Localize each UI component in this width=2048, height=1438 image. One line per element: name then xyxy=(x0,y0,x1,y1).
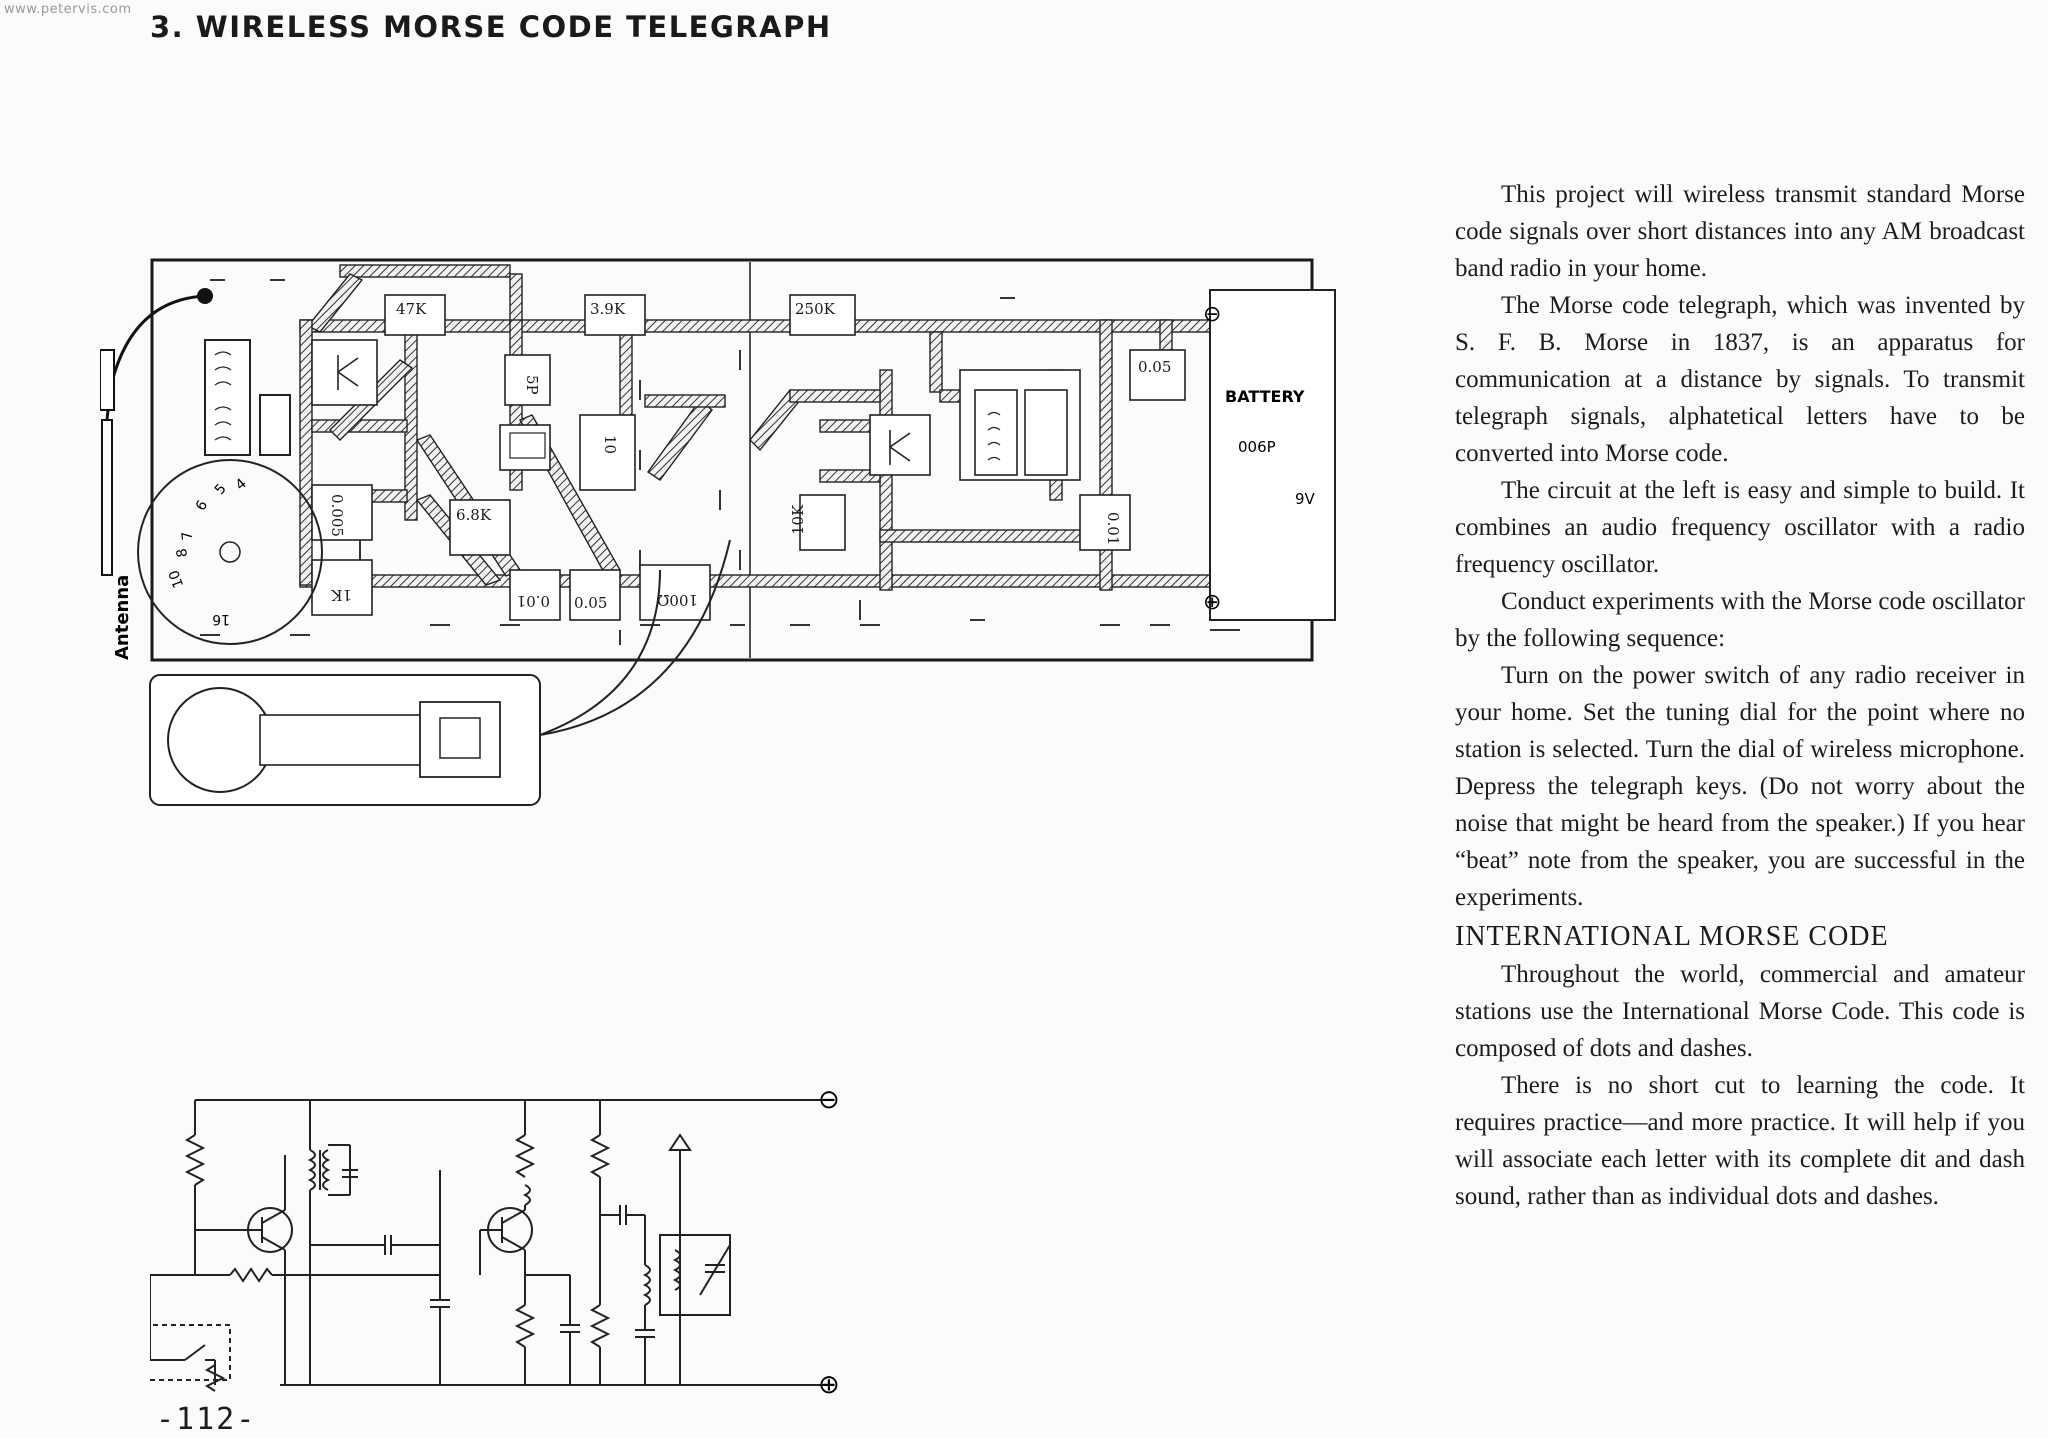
paragraph: Conduct experiments with the Morse code … xyxy=(1455,588,2025,652)
label-6-8k: 6.8K xyxy=(456,506,492,524)
battery-voltage: 9V xyxy=(1295,490,1316,508)
label-250k: 250K xyxy=(795,300,836,318)
circuit-schematic: ⊖ ⊕ xyxy=(150,1085,840,1400)
svg-text:6: 6 xyxy=(193,498,211,514)
battery-label: BATTERY xyxy=(1225,387,1305,406)
tuning-dial: 16 10 8 7 6 5 4 xyxy=(137,459,323,645)
paragraph: This project will wireless transmit stan… xyxy=(1455,181,2025,282)
svg-text:10: 10 xyxy=(166,568,187,590)
svg-text:7: 7 xyxy=(179,531,196,541)
schematic-plus-terminal: ⊕ xyxy=(818,1370,840,1400)
paragraph: The circuit at the left is easy and simp… xyxy=(1455,477,2025,578)
paragraph: Turn on the power switch of any radio re… xyxy=(1455,662,2025,911)
battery-minus-terminal: ⊖ xyxy=(1203,302,1221,327)
label-0-01-right: 0.01 xyxy=(1104,512,1122,545)
label-0-05-top: 0.05 xyxy=(1138,358,1171,376)
label-0-05-bottom: 0.05 xyxy=(574,594,607,612)
page-title: 3. WIRELESS MORSE CODE TELEGRAPH xyxy=(150,10,832,44)
component-blocks xyxy=(311,294,1186,621)
paragraph: There is no short cut to learning the co… xyxy=(1455,1072,2025,1210)
label-100-ohm: 100Ω xyxy=(657,591,698,609)
label-0-01-left: 0.01 xyxy=(517,592,550,610)
battery-plus-terminal: ⊕ xyxy=(1203,590,1221,615)
label-10k: 10K xyxy=(789,504,807,535)
svg-text:8: 8 xyxy=(174,547,191,559)
paragraph: The Morse code telegraph, which was inve… xyxy=(1455,292,2025,467)
svg-text:16: 16 xyxy=(212,611,230,627)
label-3-9k: 3.9K xyxy=(590,300,626,318)
page-number: -112- xyxy=(156,1402,257,1437)
label-0-005: 0.005 xyxy=(328,494,346,537)
svg-text:4: 4 xyxy=(233,476,250,494)
label-5p: 5P xyxy=(523,375,541,395)
label-47k: 47K xyxy=(396,300,427,318)
watermark-text: www.petervis.com xyxy=(4,2,132,17)
battery: BATTERY 006P 9V ⊖ ⊕ xyxy=(1203,289,1336,621)
body-text: This project will wireless transmit stan… xyxy=(1455,176,2025,1215)
section-heading: INTERNATIONAL MORSE CODE xyxy=(1455,921,1889,952)
wiring-diagram: 47K 3.9K 250K 0.05 5P 10 0.005 6.8K 1K 0… xyxy=(100,258,1336,806)
label-1k: 1K xyxy=(330,586,352,604)
svg-text:5: 5 xyxy=(212,481,230,498)
component-labels: 47K 3.9K 250K 0.05 5P 10 0.005 6.8K 1K 0… xyxy=(328,300,1171,612)
paragraph: Throughout the world, commercial and ama… xyxy=(1455,961,2025,1062)
label-10: 10 xyxy=(601,435,619,454)
telegraph-key[interactable] xyxy=(149,674,541,806)
schematic-minus-terminal: ⊖ xyxy=(818,1085,840,1115)
antenna-label: Antenna xyxy=(112,575,133,660)
battery-model: 006P xyxy=(1238,438,1276,456)
